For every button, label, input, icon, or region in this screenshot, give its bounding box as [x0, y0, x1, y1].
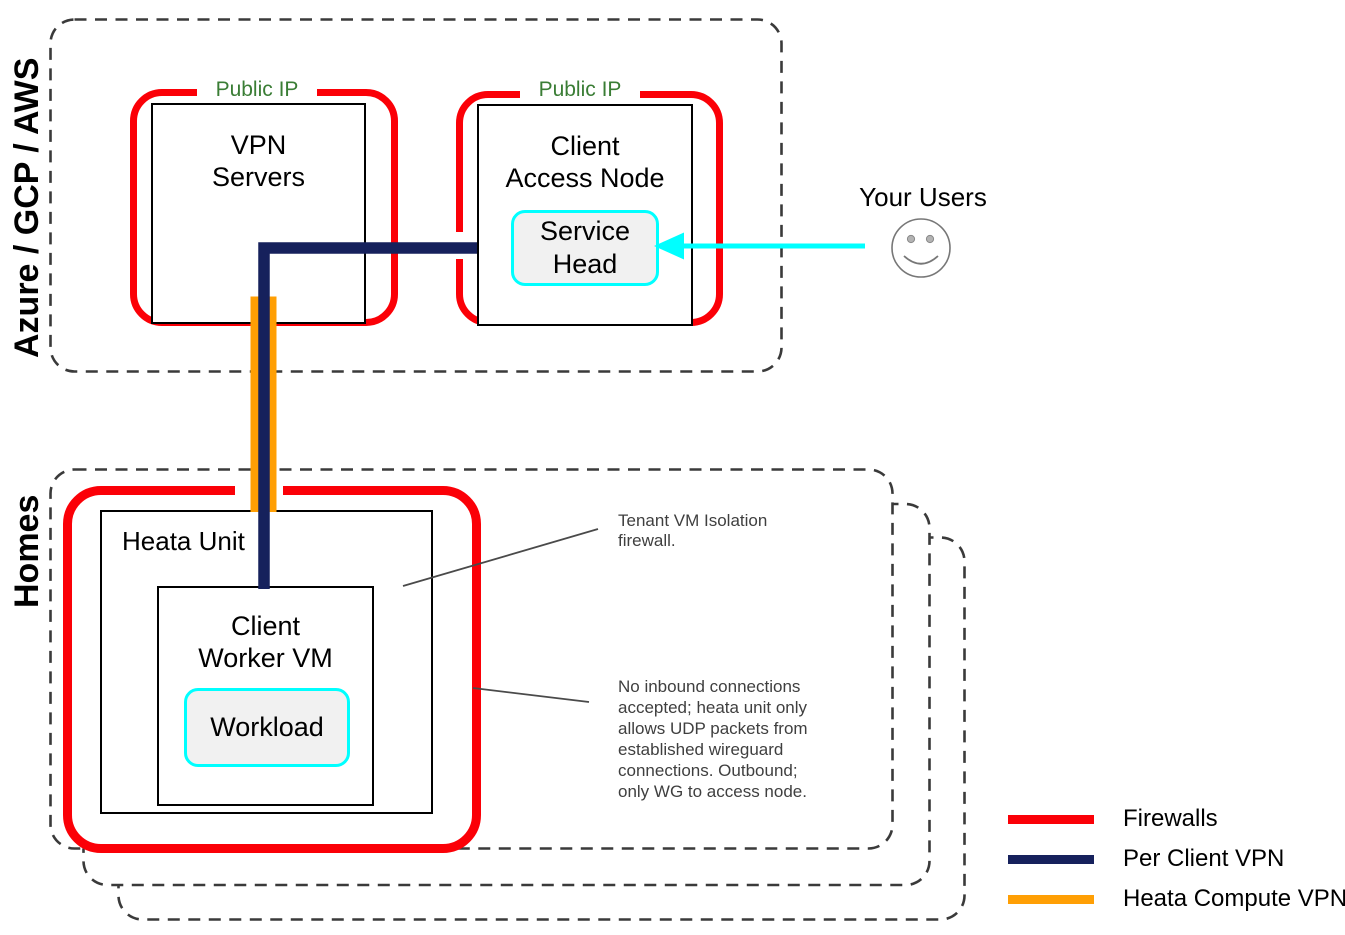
legend-row-per-client-vpn: Per Client VPN — [1008, 839, 1345, 879]
heata-unit-title: Heata Unit — [122, 526, 245, 556]
annotation-inbound-policy: No inbound connections accepted; heata u… — [618, 677, 808, 801]
vpn-public-ip-label: Public IP — [197, 77, 317, 103]
client-access-node-title: Client Access Node — [505, 131, 665, 193]
legend: Firewalls Per Client VPN Heata Compute V… — [1008, 799, 1345, 919]
vpn-firewall-right-gap — [374, 232, 388, 259]
your-users-label: Your Users — [859, 182, 987, 212]
cloud-zone-label: Azure / GCP / AWS — [8, 57, 46, 358]
can-public-ip-label: Public IP — [520, 77, 640, 103]
firewalls-swatch-icon — [1008, 814, 1094, 824]
workload-box: Workload — [184, 688, 350, 767]
can-firewall-left-gap — [452, 232, 466, 259]
client-worker-vm-title: Client Worker VM — [198, 611, 333, 673]
legend-label-per-client-vpn: Per Client VPN — [1123, 845, 1285, 872]
homes-zone-label: Homes — [8, 494, 46, 608]
per-client-vpn-swatch-icon — [1008, 854, 1094, 864]
legend-label-firewalls: Firewalls — [1123, 805, 1218, 832]
vpn-servers-title: VPN Servers — [211, 130, 306, 192]
vpn-servers-box: VPN Servers — [151, 103, 366, 324]
service-head-box: Service Head — [511, 210, 659, 286]
legend-row-firewalls: Firewalls — [1008, 799, 1345, 839]
can-firewall-right-gap — [698, 232, 712, 259]
legend-row-heata-compute-vpn: Heata Compute VPN — [1008, 879, 1345, 919]
annotation-tenant-isolation: Tenant VM Isolation firewall. — [618, 511, 768, 550]
legend-label-heata-compute-vpn: Heata Compute VPN — [1123, 885, 1345, 912]
heata-firewall-top-gap — [235, 482, 283, 499]
heata-compute-vpn-swatch-icon — [1008, 894, 1094, 904]
